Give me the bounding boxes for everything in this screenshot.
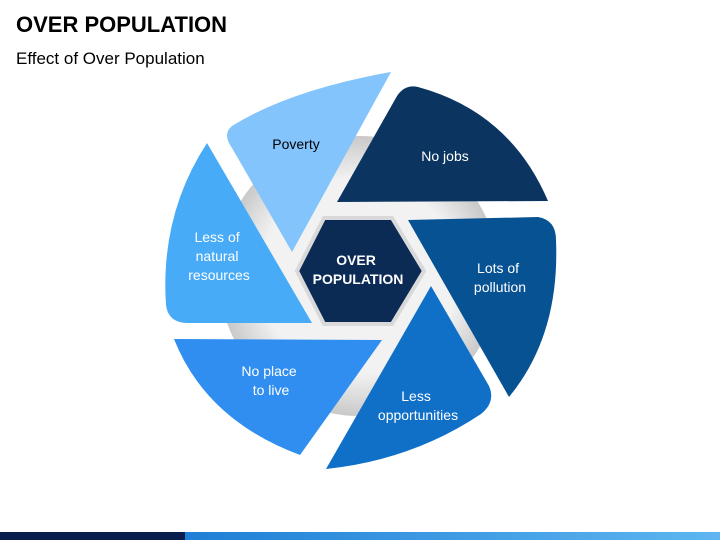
segment-no-jobs-line1: No jobs [421, 148, 468, 164]
footer-bar [0, 532, 720, 540]
segment-no-place-to-live-line2: to live [253, 382, 290, 398]
segment-no-place-to-live[interactable]: No place to live [174, 339, 382, 455]
segment-no-place-to-live-line1: No place [241, 363, 296, 379]
segment-less-natural-resources-line3: resources [188, 267, 249, 283]
svg-text:No place to live: No place to live [241, 363, 300, 398]
segment-no-jobs[interactable]: No jobs [337, 86, 548, 202]
segment-lots-of-pollution-line2: pollution [474, 279, 526, 295]
segment-less-opportunities-shape [326, 286, 492, 469]
svg-text:Less opportunities: Less opportunities [378, 388, 458, 423]
segment-less-opportunities-line1: Less [401, 388, 431, 404]
segment-poverty-line1: Poverty [272, 136, 319, 152]
footer-bar-light [185, 532, 720, 540]
segment-less-opportunities[interactable]: Less opportunities [326, 286, 492, 469]
segment-lots-of-pollution-shape [408, 217, 557, 397]
center-label-line2: POPULATION [313, 271, 404, 287]
svg-text:Poverty: Poverty [272, 136, 319, 152]
page-subtitle: Effect of Over Population [16, 49, 205, 68]
segment-less-natural-resources[interactable]: Less of natural resources [165, 143, 312, 323]
center-hexagon-shape [294, 216, 427, 326]
svg-text:Less of natural re: Less of natural resources [188, 229, 249, 283]
segment-less-opportunities-line2: opportunities [378, 407, 458, 423]
segment-no-place-to-live-shape [174, 339, 382, 455]
segment-lots-of-pollution-line1: Lots of [477, 260, 519, 276]
segment-poverty-shape [227, 72, 391, 252]
segment-less-natural-resources-line1: Less of [194, 229, 239, 245]
segment-poverty[interactable]: Poverty [227, 72, 391, 252]
svg-text:OVER POPULATION: OVER POPULATION [313, 252, 404, 287]
svg-text:Lots of pollution: Lots of pollution [474, 260, 526, 295]
segment-no-jobs-shape [337, 86, 548, 202]
center-hexagon[interactable]: OVER POPULATION [294, 216, 427, 326]
footer-bar-dark [0, 532, 185, 540]
segment-less-natural-resources-shape [165, 143, 312, 323]
center-label-line1: OVER [336, 252, 376, 268]
segment-lots-of-pollution[interactable]: Lots of pollution [408, 217, 557, 397]
page-title: OVER POPULATION [16, 12, 228, 37]
segment-less-natural-resources-line2: natural [196, 248, 239, 264]
svg-text:No jobs: No jobs [421, 148, 468, 164]
